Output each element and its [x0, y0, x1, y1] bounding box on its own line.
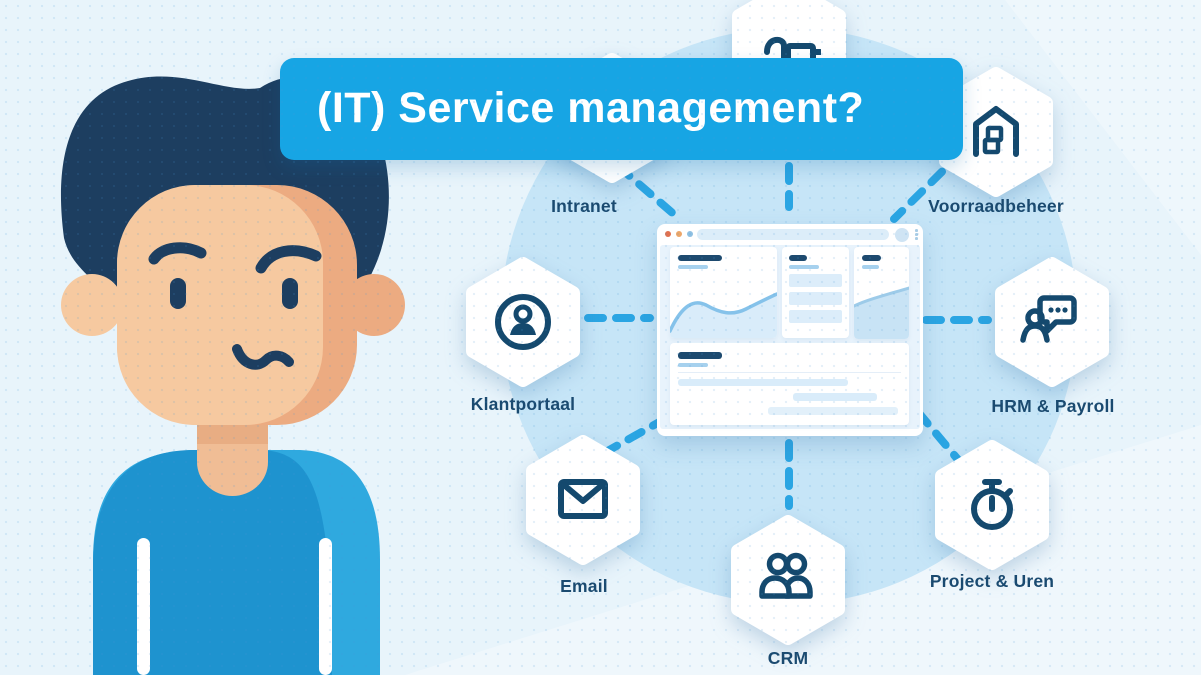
address-bar — [697, 229, 889, 240]
banner-title: (IT) Service management? — [317, 84, 865, 132]
envelope-icon — [558, 479, 608, 519]
title-banner: (IT) Service management? — [280, 58, 963, 160]
window-dot-orange — [676, 231, 682, 237]
eyebrow-left — [148, 242, 207, 265]
dashboard-card-area-chart — [854, 247, 909, 339]
service-node-email — [526, 435, 640, 565]
area-chart — [854, 286, 909, 339]
eyebrow-right — [255, 245, 322, 274]
label-intranet: Intranet — [551, 196, 617, 216]
card-divider — [678, 372, 901, 373]
service-node-hrm-payroll — [995, 257, 1109, 387]
shirt — [93, 450, 332, 675]
label-email: Email — [560, 576, 608, 596]
warehouse-icon — [973, 106, 1019, 157]
dashboard-card-list — [782, 247, 849, 338]
service-node-project-uren — [935, 440, 1049, 570]
ear-right — [343, 274, 405, 336]
window-dot-red — [665, 231, 671, 237]
list-block — [789, 292, 842, 305]
wave-line-chart — [670, 292, 777, 338]
card-subtitle-bar — [678, 265, 708, 269]
card-title-bar — [789, 255, 807, 261]
card-title-bar — [678, 352, 722, 359]
label-voorraadbeheer: Voorraadbeheer — [928, 196, 1064, 216]
two-users-icon — [759, 552, 813, 599]
user-circle-icon — [495, 294, 551, 350]
shirt-seam-right — [319, 538, 332, 675]
avatar-circle — [895, 228, 909, 242]
card-title-bar — [862, 255, 881, 261]
text-row — [678, 379, 848, 386]
list-block — [789, 274, 842, 287]
window-dot-blue — [687, 231, 693, 237]
stopwatch-icon — [971, 479, 1013, 530]
browser-content — [660, 245, 920, 429]
mouth-frown — [232, 344, 294, 370]
connector-bottom-left — [600, 416, 667, 457]
label-hrm-payroll: HRM & Payroll — [991, 396, 1115, 416]
hexagon-shape — [995, 257, 1109, 387]
text-row — [793, 393, 877, 401]
worried-man-character — [60, 76, 405, 675]
eye-left — [170, 278, 186, 309]
card-title-bar — [678, 255, 722, 261]
background-wedge-top-right — [1005, 0, 1201, 255]
card-subtitle-bar — [678, 363, 708, 367]
dashboard-card-line-chart — [670, 247, 777, 338]
shirt-seam-left — [137, 538, 150, 675]
service-node-crm — [731, 515, 845, 645]
text-row — [768, 407, 898, 415]
ear-left — [61, 274, 123, 336]
list-block — [789, 310, 842, 323]
dashboard-card-text — [670, 343, 909, 425]
person-chat-icon — [1020, 295, 1077, 343]
connector-bottom-right — [914, 408, 964, 466]
service-node-klantportaal — [466, 257, 580, 387]
label-project-uren: Project & Uren — [929, 571, 1055, 591]
card-subtitle-bar — [862, 265, 879, 269]
browser-window-mockup — [657, 224, 923, 436]
label-crm: CRM — [767, 648, 809, 668]
kebab-menu-icon — [915, 229, 918, 242]
label-klantportaal: Klantportaal — [470, 394, 576, 414]
eye-right — [282, 278, 298, 309]
card-subtitle-bar — [789, 265, 819, 269]
